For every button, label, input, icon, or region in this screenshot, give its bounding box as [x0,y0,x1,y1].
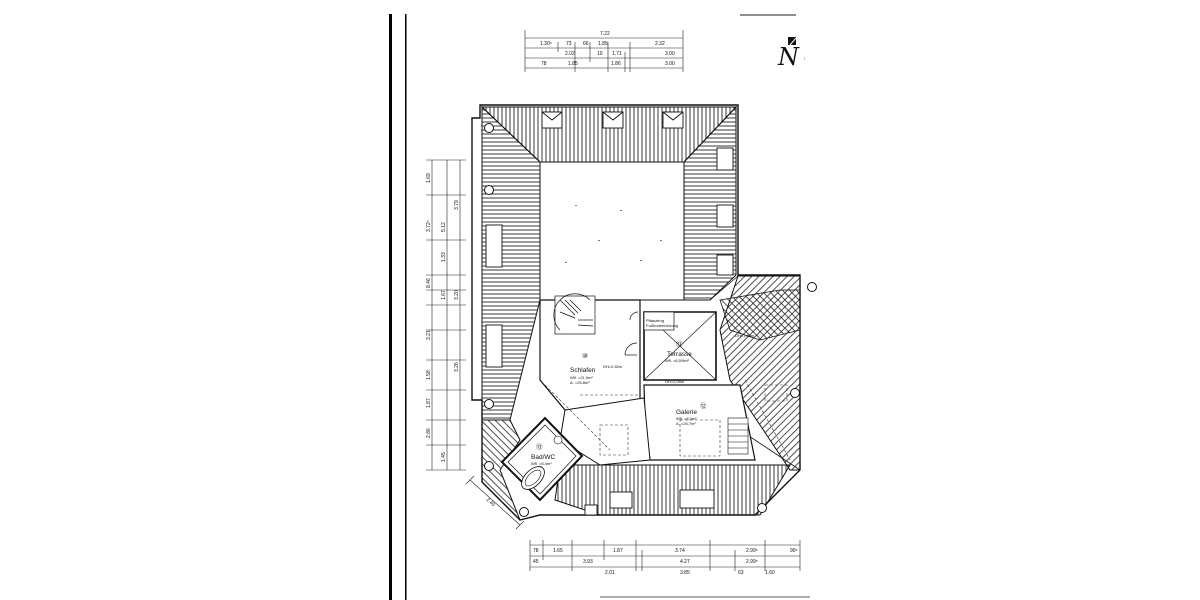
room-number: ⑫ [700,402,707,410]
dim-label: 63 [738,570,744,576]
room-name: Galerie [676,409,697,416]
atrium-opening [539,161,685,301]
dim-label: 2.32 [655,41,665,47]
room-area: Wfl. =6,5/9m² [665,358,690,363]
roof-outline [471,104,801,521]
atrium-dots [565,205,662,263]
dim-label: 90⁵ [790,548,798,554]
dim-label: 4.27 [680,559,690,565]
dim-label: 73 [566,41,572,47]
dim-label: 1.87 [426,398,432,408]
north-arrow: N / [777,37,806,71]
dim-label: 1.71 [612,51,622,57]
room-bad-wc [500,416,584,502]
dim-label: 45 [533,559,539,565]
room-number: ⑬ [536,443,543,451]
note-label: Pflanztrog [646,318,664,323]
room-sub-area: A. =26,8m² [570,380,590,385]
room-area: Wfl. =5,4m² [531,461,552,466]
dim-label: 2.86 [426,428,432,438]
dim-label: 5.12 [441,222,447,232]
dim-label: 1.85 [598,41,608,47]
roof-bottom-left [481,419,521,521]
north-extra-mark: / [804,56,806,61]
room-sub-area: A. =26,7m² [676,421,696,426]
dim-label: 3.00 [665,61,675,67]
diagonal-dimension [465,475,525,530]
dim-label: 3.00 [665,51,675,57]
dim-label: 1.86 [611,61,621,67]
dim-label: 8.46 [426,278,432,288]
dim-label: 2.99⁵ [746,548,758,554]
left-dim-labels: 1.69 3.79 3.72⁵ 5.12 1.33 8.46 3.21 1.67… [426,173,460,462]
room-number: ⑩ [582,352,588,360]
dim-label: 7.22 [600,31,610,37]
dim-label: 3.93 [583,559,593,565]
dim-label: 3.26 [454,362,460,372]
bottom-dimensions [529,540,801,571]
note-label: DH=2,05m [665,379,685,384]
dim-label: 1.67 [441,290,447,300]
dim-label: 3.74 [675,548,685,554]
dim-label: 2.01 [605,570,615,576]
dim-label: 1.65 [553,548,563,554]
room-name: Bad/WC [531,454,556,461]
dim-label: 1.85 [568,61,578,67]
galerie-stairs [727,417,749,455]
room-area: Wfl. =21,9m² [570,375,593,380]
room-name: Terrasse [667,351,692,358]
galerie-dashed [679,379,791,461]
dim-label: 2.99⁵ [746,559,758,565]
dim-label: 1.69 [426,173,432,183]
roof-east-wing-inner [719,289,801,341]
dim-label: 2.02 [565,51,575,57]
dim-label: 1.87 [613,548,623,554]
dim-label: 1.45 [441,452,447,462]
roof-columns [484,123,817,517]
note-label: Fußbodenheizung [646,323,678,328]
dim-label: 78 [533,548,539,554]
dim-label: 3.79 [454,200,460,210]
left-dimensions [426,159,466,471]
dormers-bottom [584,489,715,516]
pflanztrog-box [643,311,675,331]
dim-label: 1.60 [765,570,775,576]
room-name: Schlafen [570,367,596,374]
staircase [553,293,596,335]
note-label: DH=2,52m [603,364,623,369]
dim-label: 2.40 [485,497,496,508]
dim-label: 10 [597,51,603,57]
dormers-left [485,224,503,368]
top-dimensions [524,30,684,72]
dim-label: 66 [583,41,589,47]
dim-label: 1.33 [441,252,447,262]
room-area: Wfl. =8,9m² [676,416,697,421]
room-number: ⑪ [676,340,683,348]
hall-dashed [544,384,640,456]
dim-label: 3.21 [426,330,432,340]
dim-label: 3.72⁵ [426,220,432,232]
door-swings [624,311,639,356]
dim-label: 78 [541,61,547,67]
dormers-top [541,111,684,129]
dormers-right [716,147,734,276]
room-labels: ⑩ Schlafen Wfl. =21,9m² A. =26,8m² ⑪ Ter… [531,318,755,466]
dim-label: 3.85 [680,570,690,576]
north-label: N [777,43,800,71]
sheet-border-bar [389,14,392,600]
dim-label: 1.30⁵ [540,41,552,47]
dim-label: 3.20 [454,290,460,300]
dim-label: 1.58 [426,370,432,380]
note-label: DH=1,62m [735,333,755,338]
sheet-border-bar-thin [405,14,407,600]
